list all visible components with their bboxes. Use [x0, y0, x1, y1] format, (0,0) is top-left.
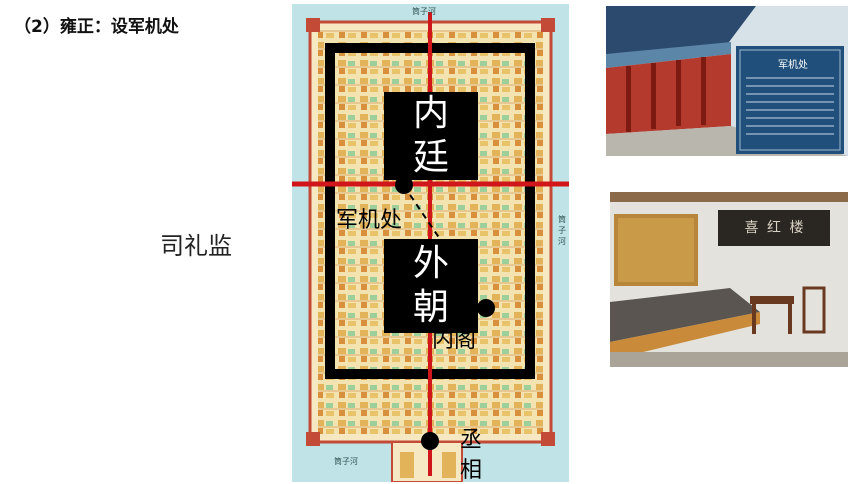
moat-label-bottom: 筒子河 [334, 457, 358, 466]
sign-title: 军机处 [778, 60, 808, 71]
chengxiang-char-2: 相 [460, 458, 483, 482]
inner-court-char-2: 廷 [412, 137, 449, 178]
inner-court-char-1: 内 [412, 93, 449, 134]
outer-court-block: 外 朝 [384, 239, 478, 333]
neige-label: 内阁 [432, 328, 477, 353]
outer-court-char-2: 朝 [412, 287, 449, 328]
forbidden-city-map: 筒子河 筒子河 筒子河 内 廷 外 朝 军机处 内阁 丞 相 [292, 4, 569, 482]
photo-interior-graphic [610, 192, 848, 367]
moat-label-top: 筒子河 [412, 7, 436, 16]
map-graphic [292, 4, 569, 482]
junjichu-label: 军机处 [336, 208, 403, 233]
chengxiang-char-1: 丞 [460, 428, 483, 453]
neige-marker [477, 299, 495, 317]
junjichu-marker [395, 176, 413, 194]
moat-label-right: 筒子河 [558, 215, 566, 246]
photo-exterior-graphic [606, 6, 848, 156]
inner-court-block: 内 廷 [384, 92, 478, 180]
side-label-silijian: 司礼监 [160, 232, 232, 260]
slide-title: （2）雍正：设军机处 [14, 17, 179, 37]
photo-junjichu-interior: 喜 红 楼 [610, 192, 848, 367]
chengxiang-label: 丞 相 [460, 426, 482, 482]
interior-plaque: 喜 红 楼 [744, 220, 806, 236]
photo-junjichu-exterior: 军机处 [606, 6, 848, 156]
outer-court-char-1: 外 [412, 243, 449, 284]
chengxiang-marker [421, 432, 439, 450]
